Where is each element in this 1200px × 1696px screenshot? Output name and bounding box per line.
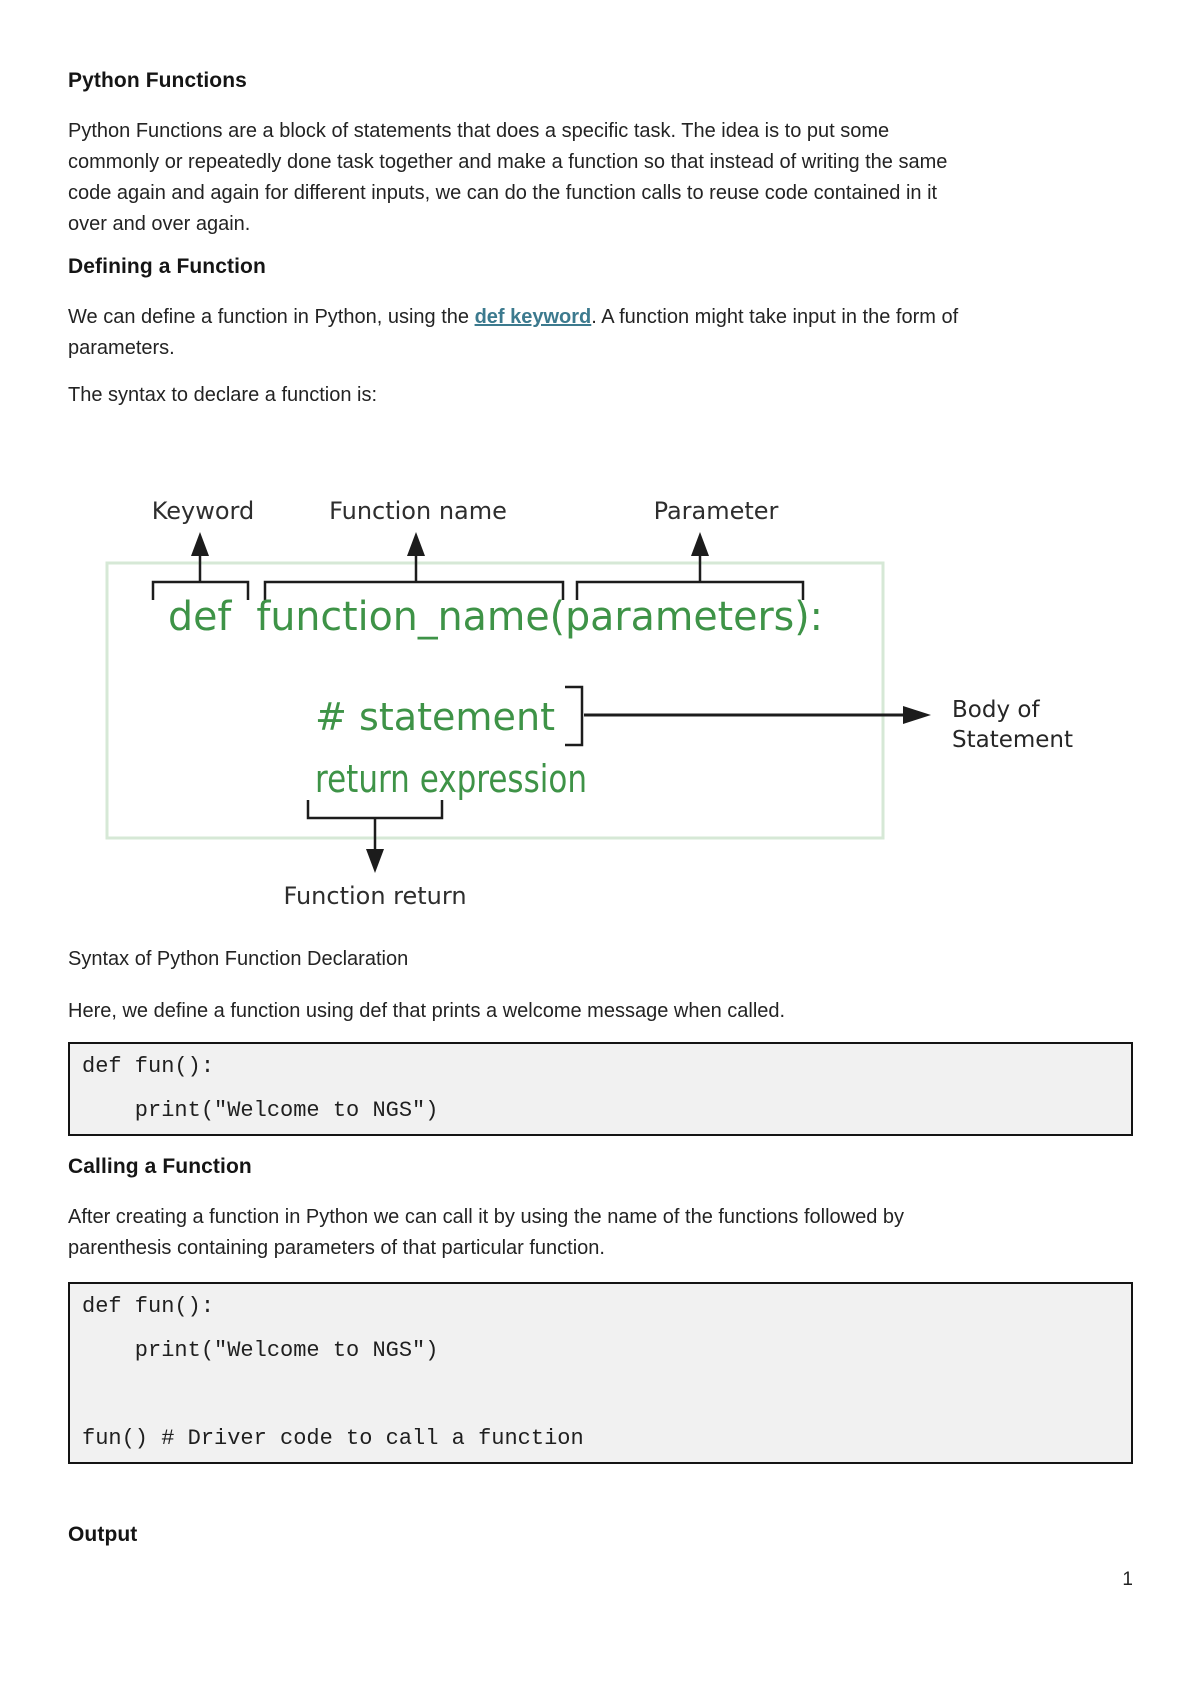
body-label-line2: Statement xyxy=(952,727,1073,753)
output-heading: Output xyxy=(68,1523,138,1546)
page-number: 1 xyxy=(1122,1569,1133,1590)
code-line: fun() # Driver code to call a function xyxy=(82,1426,584,1451)
diagram-statement-line: # statement xyxy=(315,695,555,739)
code-line: def fun(): xyxy=(82,1054,215,1079)
intro-paragraph: Python Functions are a block of statemen… xyxy=(68,116,1133,240)
function-name-label: Function name xyxy=(329,497,507,525)
function-return-arrow xyxy=(366,818,384,873)
parameter-label: Parameter xyxy=(654,497,779,525)
diagram-code-line: def function_name(parameters): xyxy=(168,594,823,640)
defining-paragraph: We can define a function in Python, usin… xyxy=(68,302,1133,364)
body-label-line1: Body of xyxy=(952,697,1040,723)
text-before-link: We can define a function in Python, usin… xyxy=(68,306,475,328)
paragraph-line: commonly or repeatedly done task togethe… xyxy=(68,151,948,173)
return-bracket xyxy=(306,800,444,820)
keyword-label: Keyword xyxy=(152,497,255,525)
page-title: Python Functions xyxy=(68,69,247,92)
function-syntax-diagram: Keyword Function name Parameter def func… xyxy=(105,497,1073,910)
paragraph-line: parameters. xyxy=(68,337,175,359)
calling-heading: Calling a Function xyxy=(68,1155,252,1178)
code-line: def fun(): xyxy=(82,1294,215,1319)
syntax-intro-line: The syntax to declare a function is: xyxy=(68,384,378,406)
paragraph-line: We can define a function in Python, usin… xyxy=(68,302,1133,333)
example-intro-line: Here, we define a function using def tha… xyxy=(68,1000,786,1022)
calling-paragraph: After creating a function in Python we c… xyxy=(68,1202,1133,1264)
code-line xyxy=(82,1373,1119,1417)
paragraph-line: After creating a function in Python we c… xyxy=(68,1206,905,1228)
code-block-definition: def fun(): print("Welcome to NGS") xyxy=(68,1042,1133,1136)
up-arrow-keyword xyxy=(191,532,209,582)
defining-heading: Defining a Function xyxy=(68,255,266,278)
diagram-return-line: return expression xyxy=(315,757,587,801)
statement-bracket xyxy=(565,685,584,747)
code-line: print("Welcome to NGS") xyxy=(82,1338,439,1363)
paragraph-line: parenthesis containing parameters of tha… xyxy=(68,1237,605,1259)
code-line: print("Welcome to NGS") xyxy=(82,1098,439,1123)
parameter-bracket xyxy=(575,580,805,600)
keyword-bracket xyxy=(151,580,250,600)
def-keyword-link[interactable]: def keyword xyxy=(474,306,592,328)
text-after-link: . A function might take input in the for… xyxy=(591,306,959,328)
function-return-label: Function return xyxy=(283,882,466,910)
body-of-statement-arrow xyxy=(584,706,931,724)
diagram-caption: Syntax of Python Function Declaration xyxy=(68,948,409,970)
paragraph-line: code again and again for different input… xyxy=(68,182,938,204)
up-arrow-parameter xyxy=(691,532,709,582)
paragraph-line: Python Functions are a block of statemen… xyxy=(68,120,890,142)
diagram-box xyxy=(105,561,885,840)
paragraph-line: over and over again. xyxy=(68,213,251,235)
function-name-bracket xyxy=(263,580,565,600)
up-arrow-function-name xyxy=(407,532,425,582)
code-block-calling: def fun(): print("Welcome to NGS") fun()… xyxy=(68,1282,1133,1464)
